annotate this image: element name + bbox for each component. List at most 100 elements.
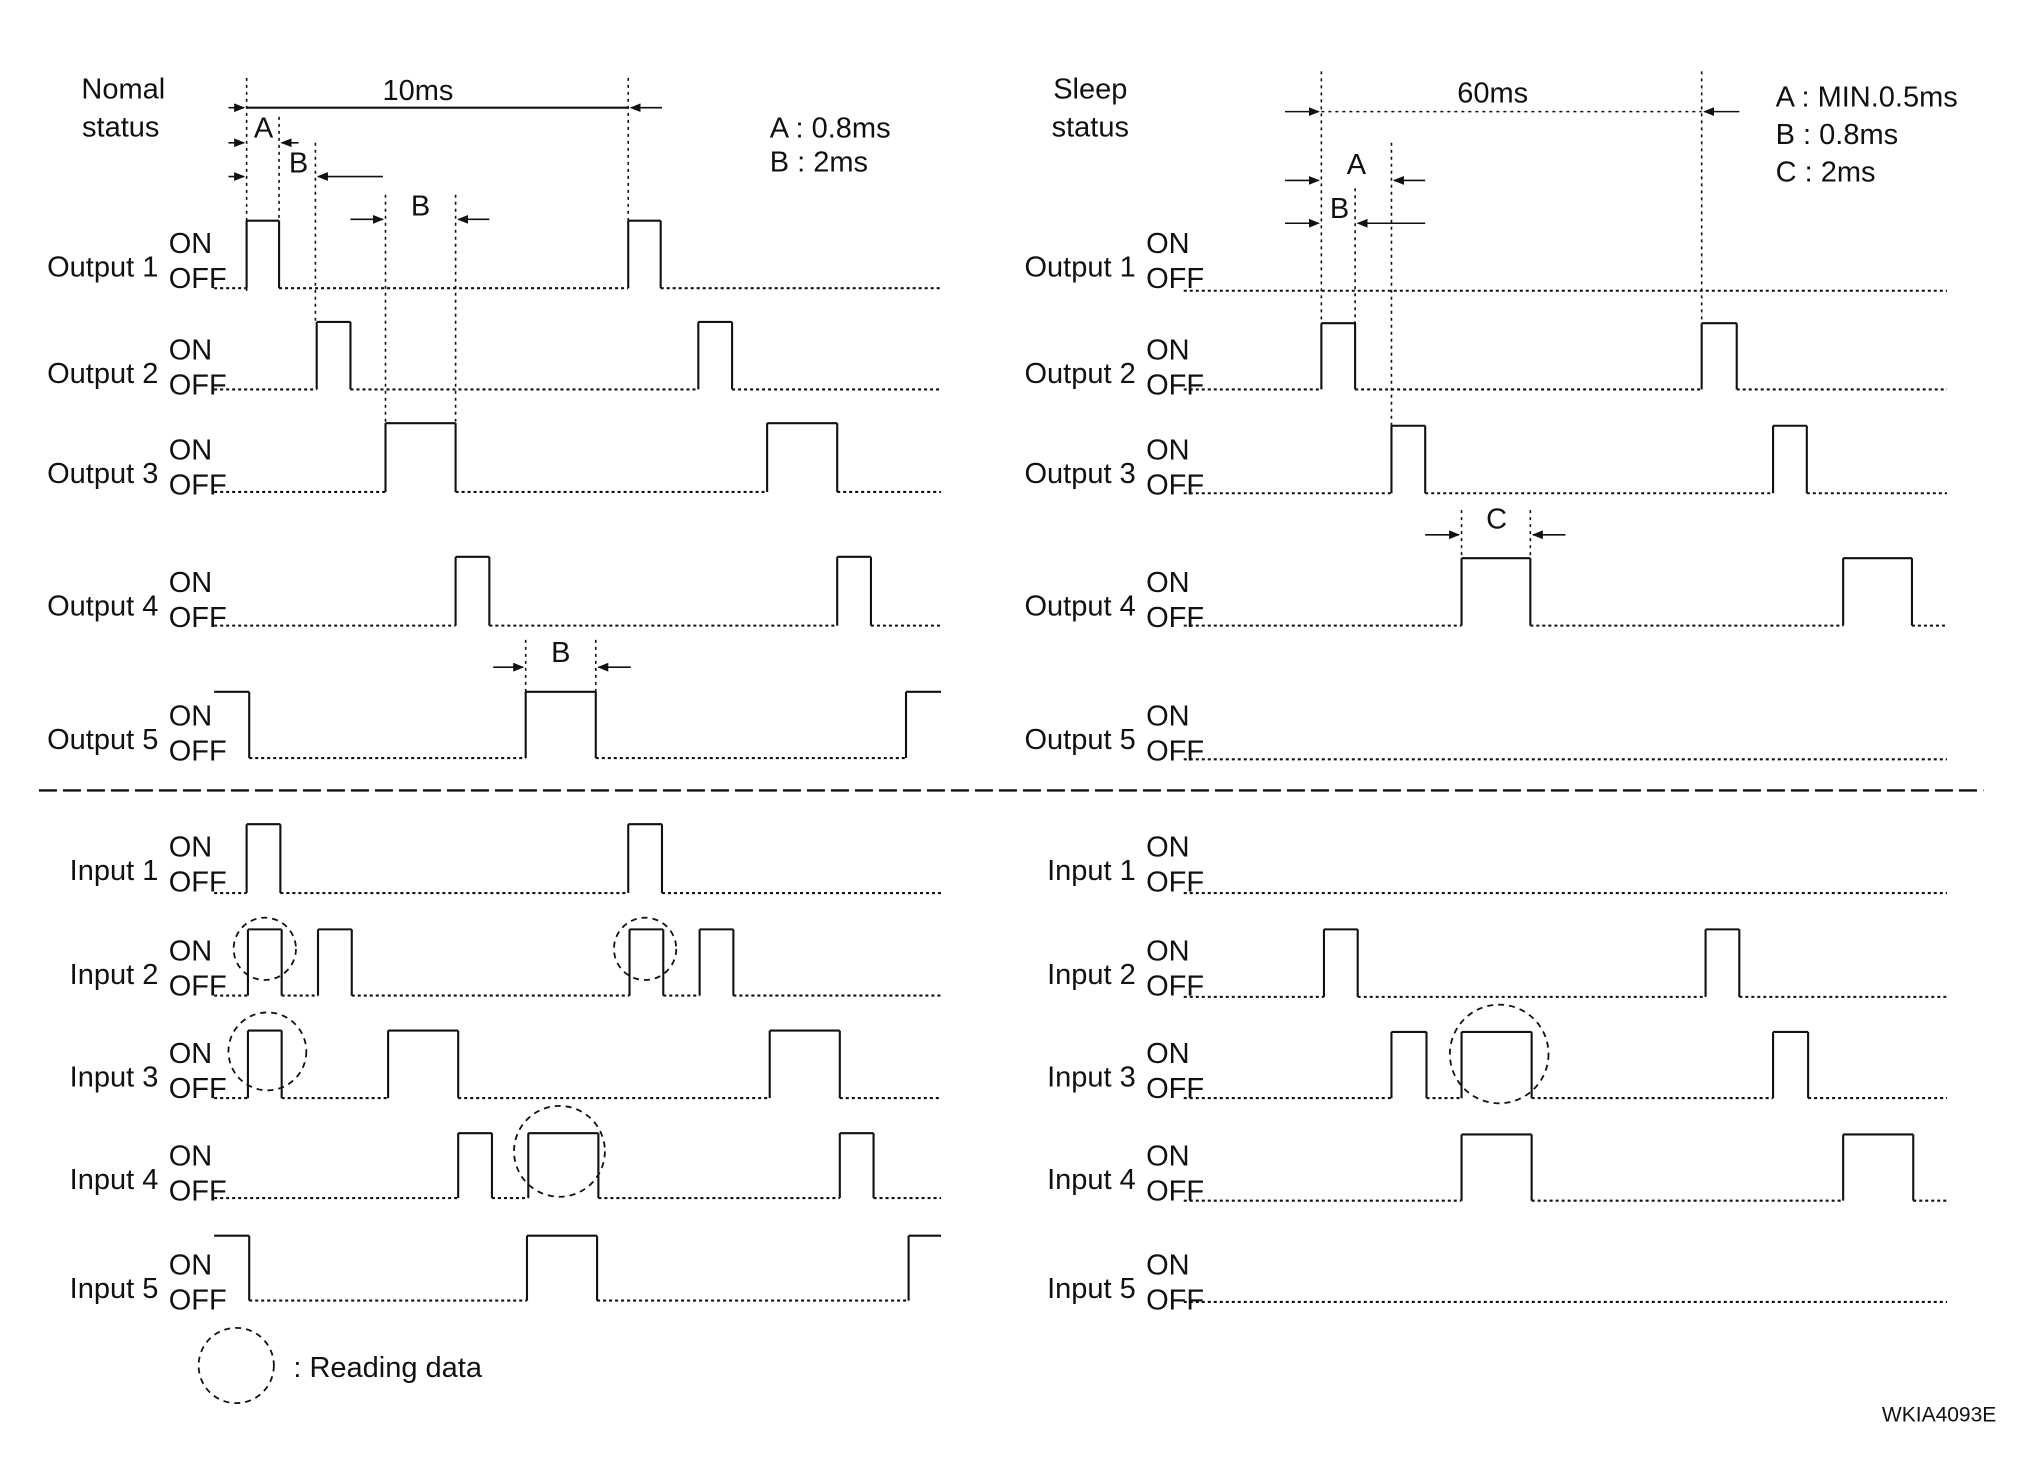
wave-sleep-input-4 bbox=[1183, 1133, 1947, 1202]
off-label-right: OFF bbox=[1146, 971, 1204, 1003]
channel-label-right-3: Output 3 bbox=[1025, 458, 1136, 490]
channel-label-left-4: Output 4 bbox=[47, 590, 158, 622]
off-label-right: OFF bbox=[1146, 370, 1204, 402]
sleep-legend-a: A : MIN.0.5ms bbox=[1776, 81, 1958, 113]
normal-dim-b-label: B bbox=[289, 148, 308, 180]
channel-label-left-9: Input 4 bbox=[70, 1164, 159, 1196]
reading-data-circle bbox=[1448, 1003, 1550, 1105]
off-label-left: OFF bbox=[169, 263, 227, 295]
off-label-left: OFF bbox=[169, 370, 227, 402]
off-label-right: OFF bbox=[1146, 470, 1204, 502]
off-label-right: OFF bbox=[1146, 1176, 1204, 1208]
sleep-legend-c: C : 2ms bbox=[1776, 157, 1876, 189]
wave-normal-input-5 bbox=[214, 1234, 942, 1302]
reading-data-legend-label: : Reading data bbox=[293, 1352, 483, 1384]
normal-period-label: 10ms bbox=[382, 75, 453, 107]
normal-dim-b-label-2: B bbox=[411, 190, 430, 222]
sleep-dim-a-label: A bbox=[1347, 149, 1367, 181]
on-label-right: ON bbox=[1146, 567, 1190, 599]
normal-legend-a: A : 0.8ms bbox=[770, 113, 891, 145]
on-label-right: ON bbox=[1146, 335, 1190, 367]
reading-data-circle bbox=[613, 916, 678, 981]
channel-label-left-10: Input 5 bbox=[70, 1273, 159, 1305]
channel-label-right-6: Input 1 bbox=[1047, 855, 1136, 887]
sleep-dim-c-label: C bbox=[1486, 503, 1507, 535]
off-label-left: OFF bbox=[169, 867, 227, 899]
sleep-legend-b: B : 0.8ms bbox=[1776, 119, 1899, 151]
on-label-right: ON bbox=[1146, 832, 1190, 864]
on-label-left: ON bbox=[169, 567, 213, 599]
on-label-right: ON bbox=[1146, 1038, 1190, 1070]
wave-sleep-output-4 bbox=[1183, 557, 1947, 627]
off-label-right: OFF bbox=[1146, 263, 1204, 295]
wave-normal-output-2 bbox=[214, 320, 942, 391]
channel-label-left-5: Output 5 bbox=[47, 724, 158, 756]
wave-normal-output-3 bbox=[214, 422, 942, 493]
off-label-right: OFF bbox=[1146, 867, 1204, 899]
on-label-right: ON bbox=[1146, 936, 1190, 968]
normal-dim-b-label-3: B bbox=[551, 637, 570, 669]
reading-data-circle bbox=[232, 916, 297, 981]
sleep-dim-b-label: B bbox=[1330, 193, 1349, 225]
on-label-right: ON bbox=[1146, 228, 1190, 260]
off-label-left: OFF bbox=[169, 1073, 227, 1105]
on-label-left: ON bbox=[169, 228, 213, 260]
on-label-left: ON bbox=[169, 1141, 213, 1173]
channel-label-right-1: Output 1 bbox=[1025, 251, 1136, 283]
channel-label-left-6: Input 1 bbox=[70, 855, 159, 887]
normal-status-title-2: status bbox=[82, 111, 159, 143]
channel-label-right-2: Output 2 bbox=[1025, 358, 1136, 390]
on-label-right: ON bbox=[1146, 1250, 1190, 1282]
on-label-left: ON bbox=[169, 832, 213, 864]
sleep-status-title-2: status bbox=[1052, 111, 1129, 143]
on-label-right: ON bbox=[1146, 434, 1190, 466]
wave-normal-output-5 bbox=[214, 690, 942, 760]
on-label-left: ON bbox=[169, 1250, 213, 1282]
on-label-left: ON bbox=[169, 701, 213, 733]
off-label-right: OFF bbox=[1146, 602, 1204, 634]
channel-label-left-1: Output 1 bbox=[47, 251, 158, 283]
wave-normal-input-3 bbox=[214, 1029, 942, 1100]
sleep-period-label: 60ms bbox=[1457, 78, 1528, 110]
off-label-left: OFF bbox=[169, 1176, 227, 1208]
wave-normal-output-1 bbox=[214, 219, 942, 290]
channel-label-right-7: Input 2 bbox=[1047, 959, 1136, 991]
channel-label-right-10: Input 5 bbox=[1047, 1273, 1136, 1305]
channel-label-right-4: Output 4 bbox=[1025, 590, 1136, 622]
reading-data-circle bbox=[513, 1104, 606, 1198]
reading-data-circle bbox=[227, 1011, 308, 1092]
reading-data-legend-circle bbox=[197, 1326, 275, 1405]
wave-normal-input-2 bbox=[214, 928, 942, 997]
off-label-left: OFF bbox=[169, 736, 227, 768]
normal-status-title: Nomal bbox=[81, 74, 165, 106]
off-label-left: OFF bbox=[169, 971, 227, 1003]
normal-legend-b: B : 2ms bbox=[770, 146, 868, 178]
wave-normal-output-4 bbox=[214, 555, 942, 627]
channel-label-left-3: Output 3 bbox=[47, 458, 158, 490]
off-label-right: OFF bbox=[1146, 736, 1204, 768]
on-label-left: ON bbox=[169, 1038, 213, 1070]
wave-normal-input-1 bbox=[214, 823, 942, 895]
off-label-right: OFF bbox=[1146, 1285, 1204, 1317]
wave-sleep-input-2 bbox=[1183, 928, 1947, 998]
on-label-right: ON bbox=[1146, 701, 1190, 733]
channel-label-left-7: Input 2 bbox=[70, 959, 159, 991]
channel-label-left-2: Output 2 bbox=[47, 358, 158, 390]
wave-sleep-input-3 bbox=[1183, 1030, 1947, 1100]
on-label-right: ON bbox=[1146, 1141, 1190, 1173]
channel-label-left-8: Input 3 bbox=[70, 1061, 159, 1093]
on-label-left: ON bbox=[169, 936, 213, 968]
off-label-left: OFF bbox=[169, 470, 227, 502]
figure-code: WKIA4093E bbox=[1882, 1403, 1996, 1426]
signal-waveforms bbox=[214, 219, 1947, 1303]
channel-label-right-5: Output 5 bbox=[1025, 724, 1136, 756]
sleep-status-title: Sleep bbox=[1053, 74, 1127, 106]
channel-label-right-9: Input 4 bbox=[1047, 1164, 1136, 1196]
off-label-right: OFF bbox=[1146, 1073, 1204, 1105]
reading-data-markers bbox=[197, 916, 1550, 1405]
off-label-left: OFF bbox=[169, 602, 227, 634]
wave-sleep-output-3 bbox=[1183, 424, 1947, 495]
wave-sleep-output-2 bbox=[1183, 322, 1947, 391]
